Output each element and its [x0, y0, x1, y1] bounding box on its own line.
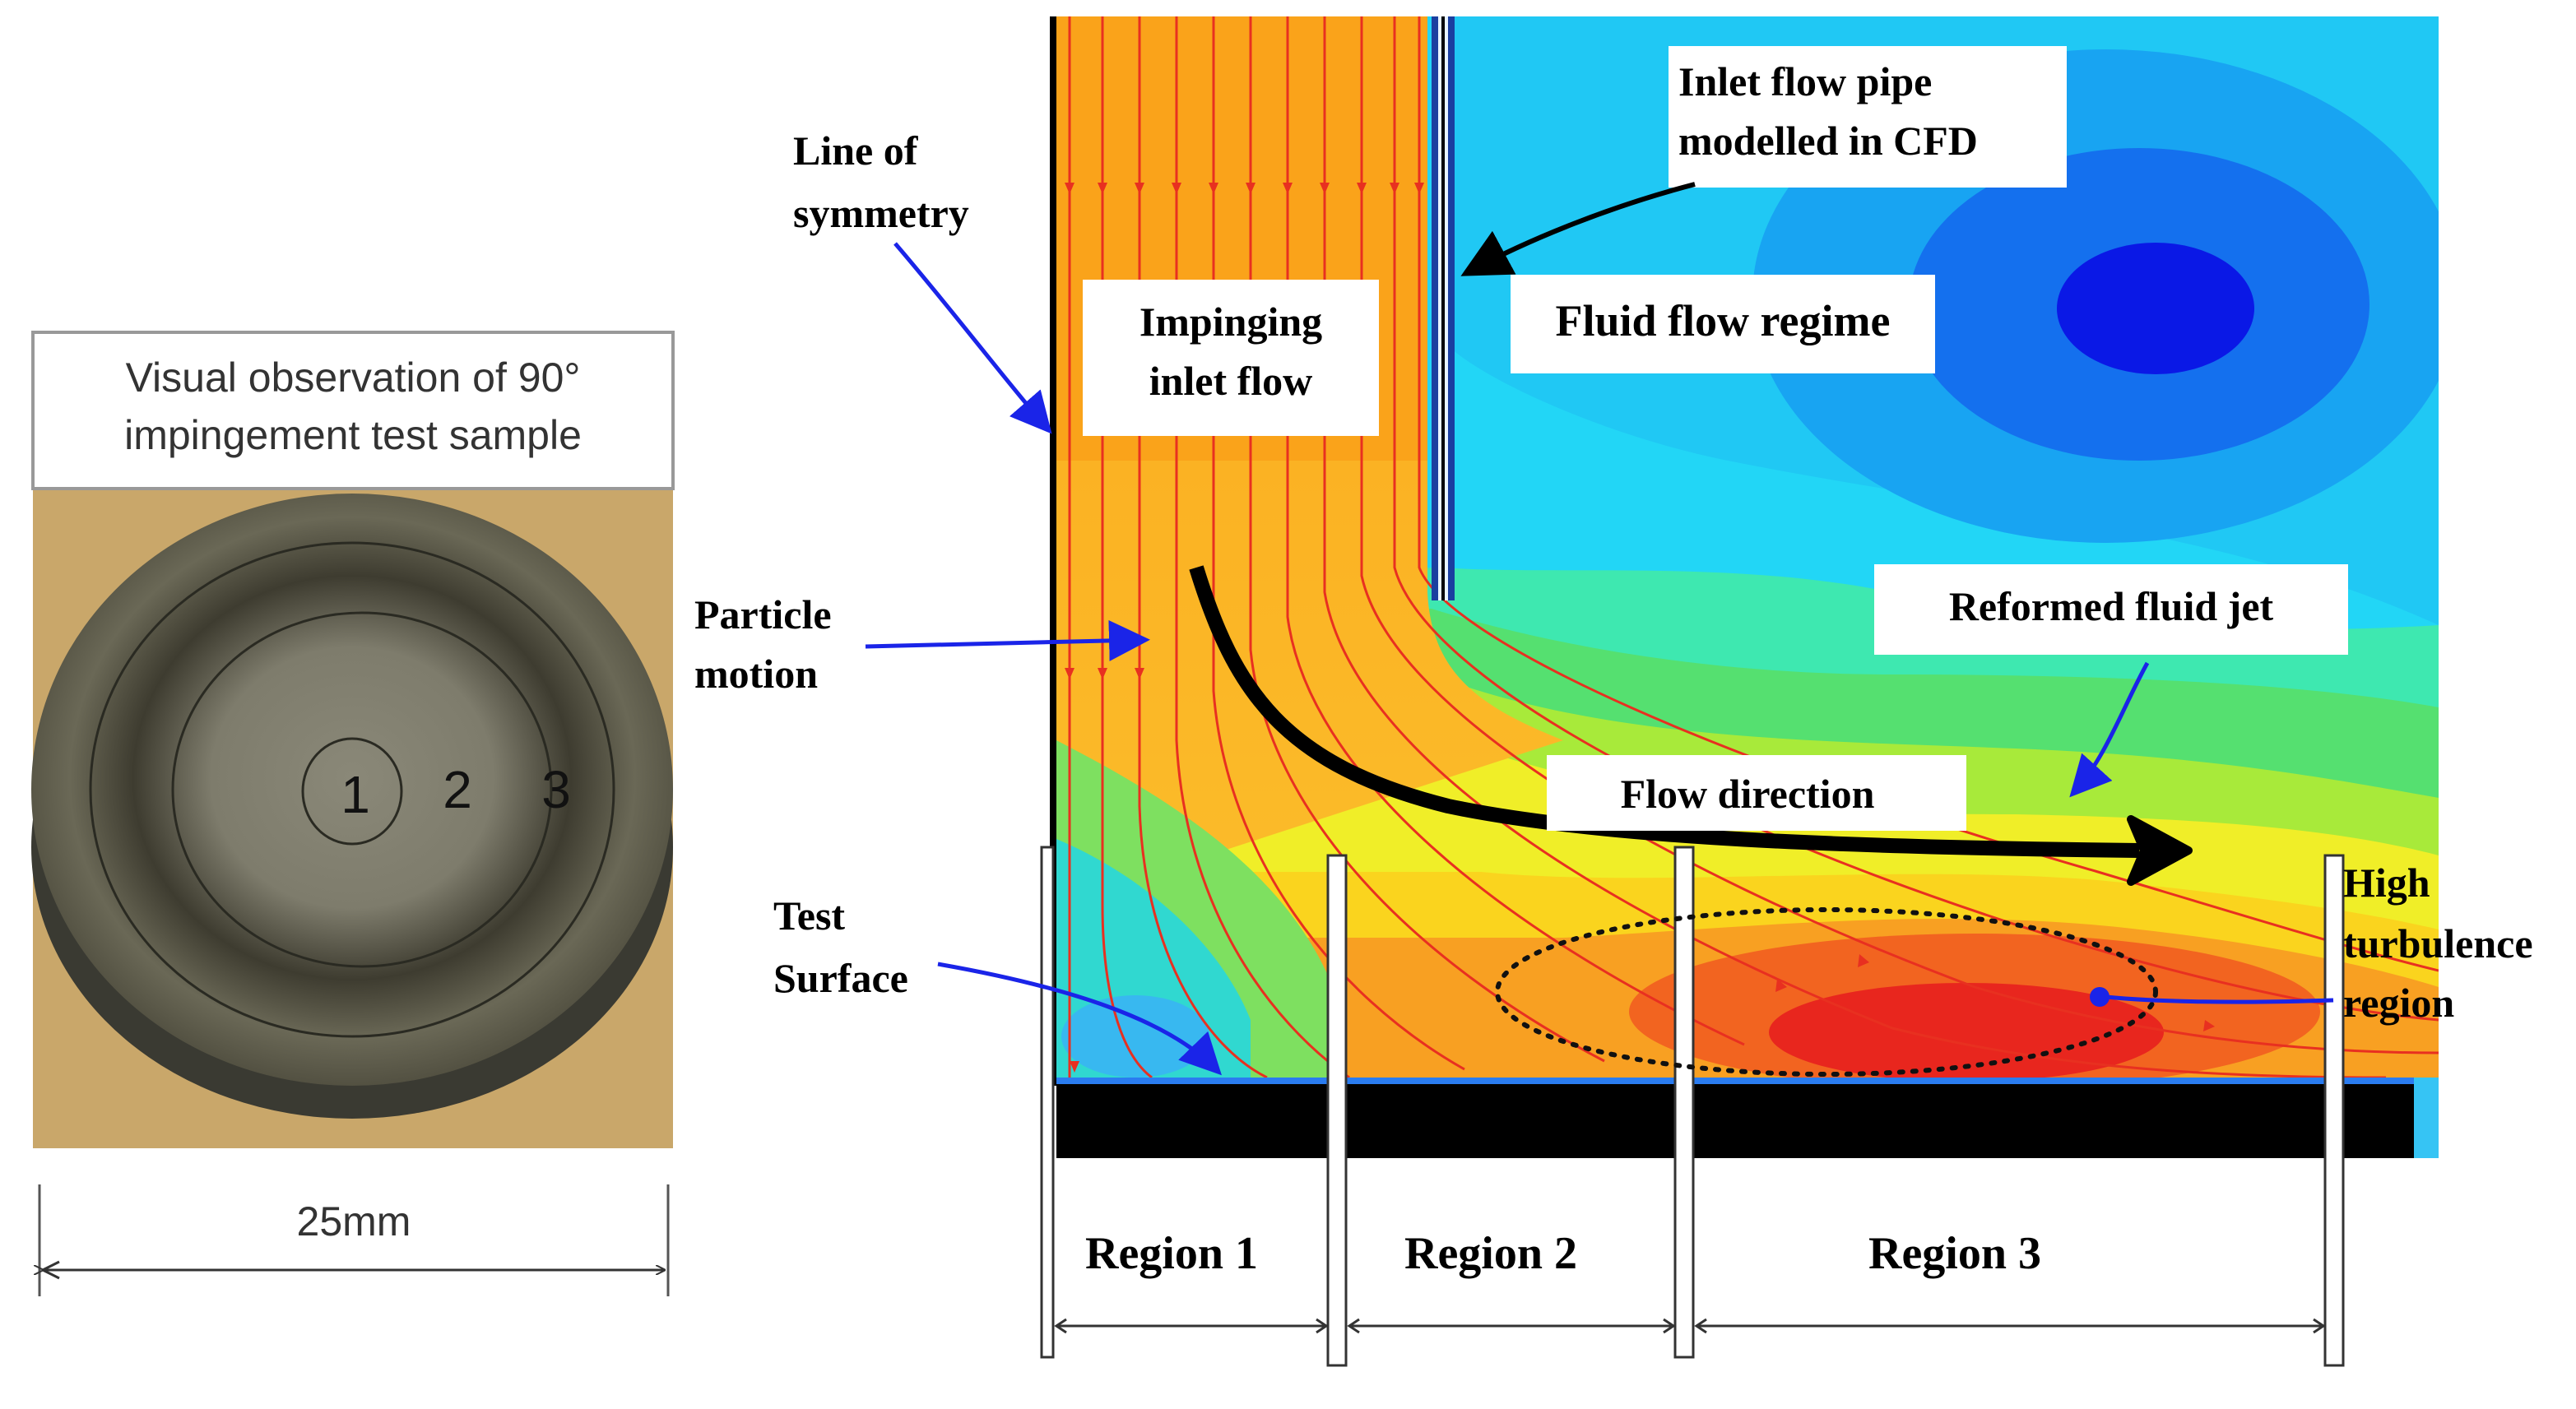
flow-direction-label: Flow direction: [1621, 771, 1875, 817]
impinging-label-line2: inlet flow: [1149, 358, 1313, 404]
photo-caption-line1: Visual observation of 90°: [126, 355, 581, 401]
contour-left-blue: [1061, 995, 1209, 1078]
photo-caption-box: [31, 331, 675, 490]
region-spans: [1054, 1318, 2326, 1334]
pointer-arrows: [865, 182, 2334, 1076]
dimension-arrow-left: [42, 1260, 60, 1280]
symmetry-pointer: [893, 242, 1052, 434]
ring-inner: [301, 737, 403, 846]
turbulence-label-line3: region: [2343, 980, 2454, 1026]
inlet-pipe-pointer: [1460, 182, 1696, 276]
flow-direction-label-box: [1547, 755, 1966, 831]
symmetry-wall: [1050, 16, 1056, 1086]
contour-blue-eye: [2057, 243, 2254, 374]
reformed-jet-label-box: [1874, 564, 2348, 655]
symmetry-label-line2: symmetry: [793, 190, 969, 236]
inlet-flow-pipe: [1432, 16, 1455, 600]
ring-label-3: 3: [541, 760, 571, 819]
streamline-markers: [1065, 183, 2215, 1073]
sample-photo-panel: Visual observation of 90° impingement te…: [31, 331, 675, 1296]
turbulence-label-line1: High: [2343, 860, 2430, 906]
test-surface-label-line2: Surface: [773, 955, 908, 1001]
impinging-label-box: [1083, 280, 1379, 436]
reformed-jet-pointer: [2069, 661, 2150, 798]
test-surface-label-line1: Test: [773, 892, 845, 939]
divider-4: [2323, 854, 2345, 1367]
turbulence-pointer: [2105, 994, 2334, 1004]
particle-label-line1: Particle: [694, 591, 832, 637]
divider-1: [1040, 846, 1055, 1359]
ring-label-2: 2: [443, 760, 472, 819]
regime-label: Fluid flow regime: [1556, 296, 1891, 345]
outlet-edge: [2414, 1078, 2439, 1158]
regime-label-box: [1511, 275, 1935, 373]
reformed-jet-label: Reformed fluid jet: [1949, 583, 2274, 629]
divider-3: [1673, 846, 1695, 1359]
ring-middle: [171, 611, 553, 968]
turbulence-label-line2: turbulence: [2343, 920, 2533, 966]
region-2-label: Region 2: [1404, 1228, 1577, 1279]
ring-label-1: 1: [341, 765, 370, 824]
impinging-label-line1: Impinging: [1139, 299, 1322, 345]
inlet-pipe-label-line2: modelled in CFD: [1678, 118, 1978, 164]
contour-red: [1769, 983, 2164, 1082]
region-1-label: Region 1: [1085, 1228, 1258, 1279]
particle-pointer: [865, 619, 1150, 661]
symmetry-label-line1: Line of: [793, 127, 919, 174]
test-surface-pointer: [937, 962, 1222, 1076]
divider-2: [1326, 854, 1348, 1367]
particle-label-line2: motion: [694, 651, 818, 697]
region-3-label: Region 3: [1868, 1228, 2041, 1279]
test-surface-line: [1056, 1078, 2414, 1084]
flow-direction-arrow: [1189, 565, 2193, 886]
sample-disc: [31, 494, 673, 1086]
region-dividers: [1040, 846, 2345, 1367]
inlet-pipe-label-box: [1669, 46, 2067, 188]
test-surface-plate: [1056, 1084, 2414, 1158]
ring-outer: [89, 541, 615, 1038]
inlet-pipe-label-line1: Inlet flow pipe: [1678, 58, 1932, 104]
turbulence-pointer-dot: [2090, 987, 2110, 1007]
photo-caption-line2: impingement test sample: [124, 412, 582, 458]
high-turbulence-ellipse: [1495, 907, 2158, 1077]
dimension-label: 25mm: [297, 1198, 411, 1244]
